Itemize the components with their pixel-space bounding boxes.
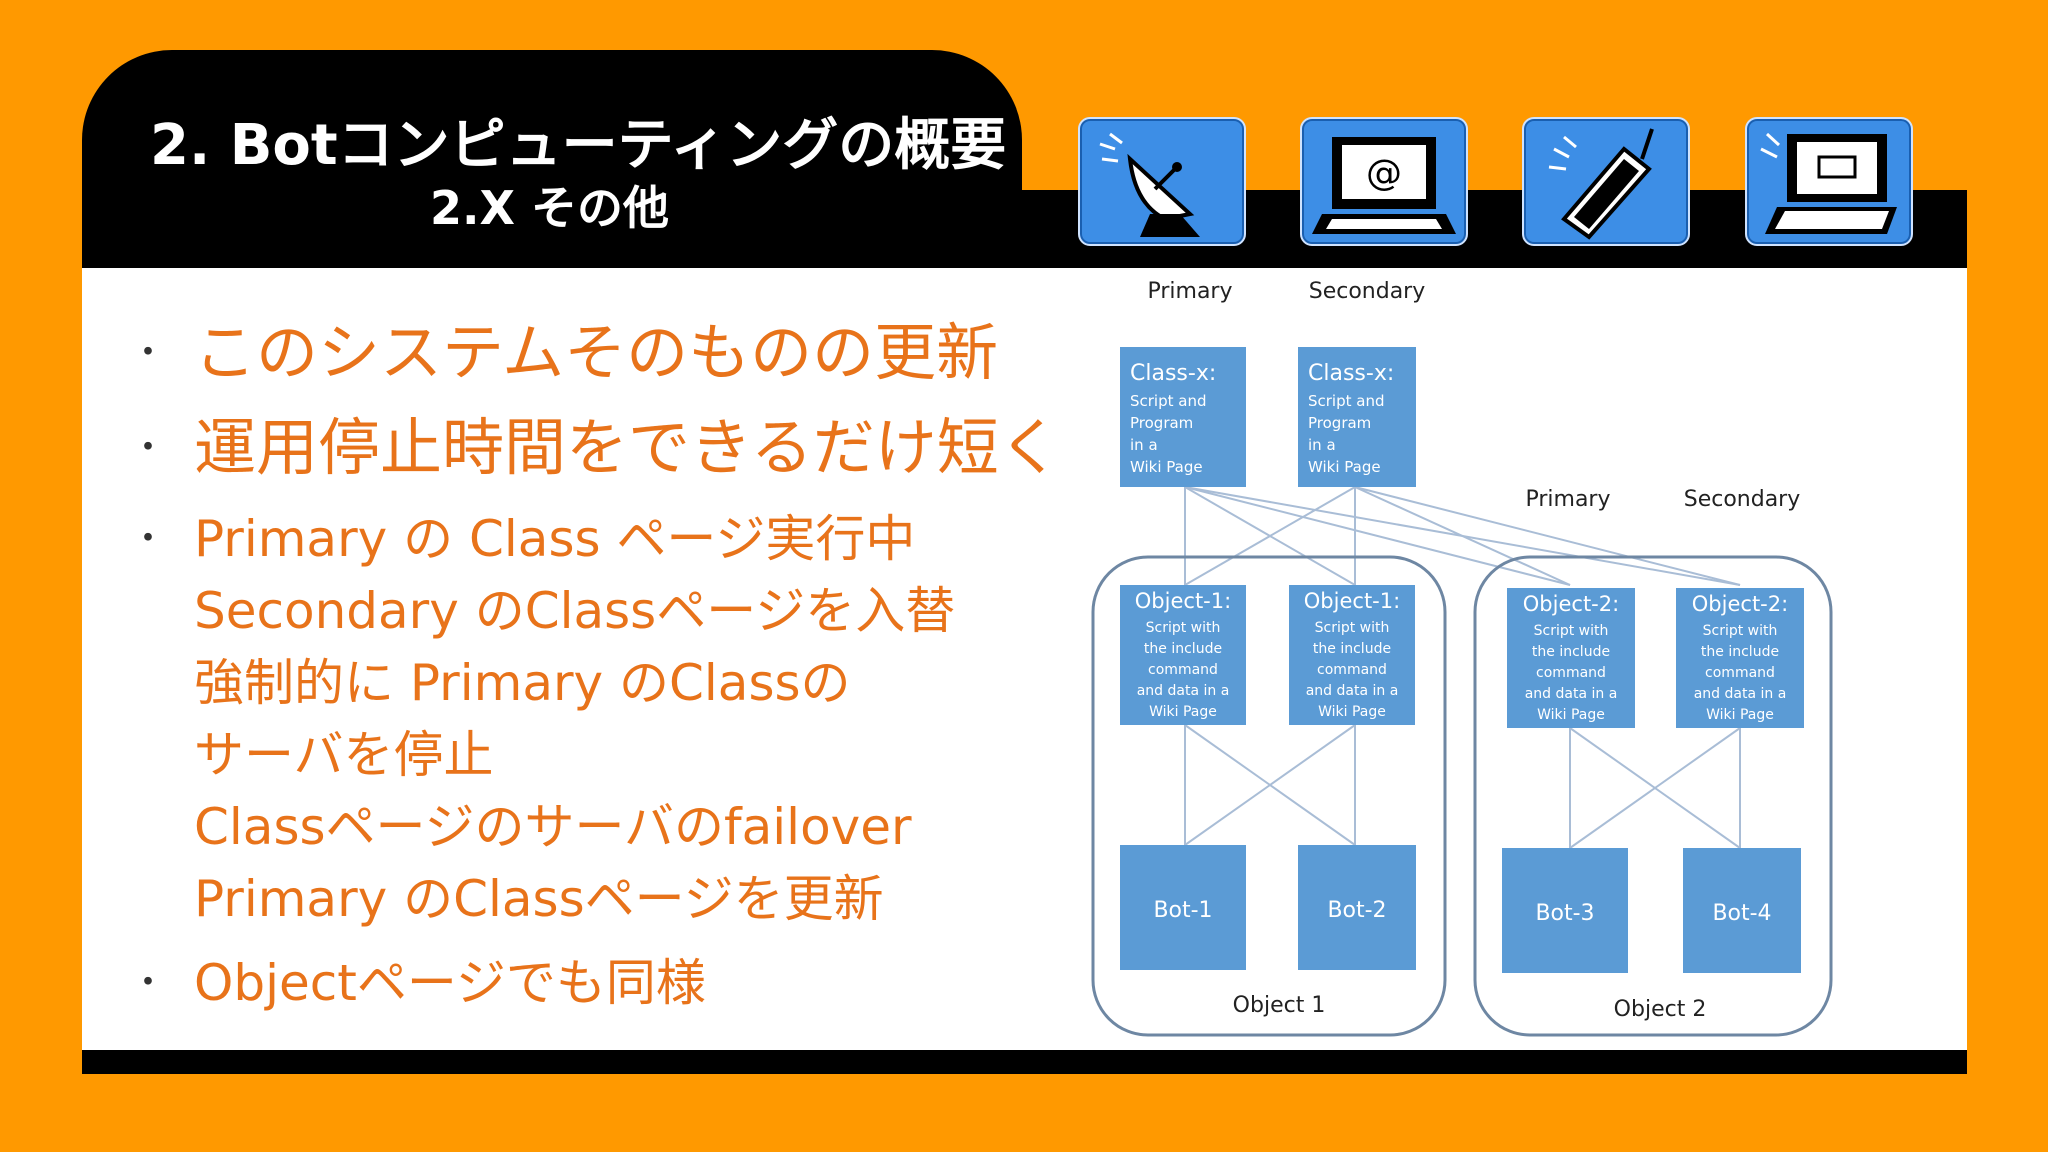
svg-text:the include: the include: [1701, 644, 1779, 660]
connector-lines: [1184, 486, 1741, 849]
svg-text:in a: in a: [1308, 436, 1336, 454]
svg-text:command: command: [1536, 665, 1606, 681]
svg-text:@: @: [1366, 153, 1402, 194]
bullet-dot: ・: [130, 332, 167, 373]
footer-bar: [82, 1050, 1967, 1074]
mobile-phone-icon: [1522, 117, 1690, 246]
svg-text:Program: Program: [1130, 414, 1193, 432]
svg-text:Object-2:: Object-2:: [1523, 592, 1619, 616]
content-panel: [82, 268, 1967, 1050]
svg-text:Program: Program: [1308, 414, 1371, 432]
slide-subtitle: 2.X その他: [430, 181, 669, 235]
svg-text:in a: in a: [1130, 436, 1158, 454]
object-box-2-primary: Object-2: Script with the include comman…: [1507, 588, 1635, 728]
svg-text:Wiki Page: Wiki Page: [1318, 704, 1386, 720]
right-primary-label: Primary: [1525, 487, 1610, 512]
group-label-object-2: Object 2: [1614, 997, 1707, 1022]
laptop-icon: [1745, 117, 1913, 246]
svg-text:Wiki Page: Wiki Page: [1130, 458, 1203, 476]
svg-text:Object-1:: Object-1:: [1304, 589, 1400, 613]
bot-box-3: Bot-3: [1502, 848, 1628, 973]
bot-box-2: Bot-2: [1298, 845, 1416, 970]
svg-text:Wiki Page: Wiki Page: [1537, 707, 1605, 723]
svg-text:Bot-3: Bot-3: [1535, 901, 1594, 926]
bullet-list: ・ このシステムそのものの更新 ・ 運用停止時間をできるだけ短く ・ Prima…: [130, 305, 1090, 1019]
bullet-item: ・ 運用停止時間をできるだけ短く: [130, 400, 1090, 495]
svg-text:and data in a: and data in a: [1525, 686, 1618, 702]
bullet-line: Secondary のClassページを入替: [194, 582, 956, 640]
object-box-2-secondary: Object-2: Script with the include comman…: [1676, 588, 1804, 728]
svg-text:Wiki Page: Wiki Page: [1308, 458, 1381, 476]
group-label-object-1: Object 1: [1233, 993, 1326, 1018]
bullet-text: 運用停止時間をできるだけ短く: [194, 411, 1061, 484]
svg-text:Bot-4: Bot-4: [1712, 901, 1771, 926]
svg-text:Wiki Page: Wiki Page: [1706, 707, 1774, 723]
svg-text:Class-x:: Class-x:: [1130, 361, 1216, 386]
svg-text:and data in a: and data in a: [1694, 686, 1787, 702]
right-secondary-label: Secondary: [1684, 487, 1801, 512]
bullet-dot: ・: [130, 518, 167, 559]
bullet-dot: ・: [130, 962, 167, 1003]
bullet-line: サーバを停止: [194, 726, 494, 784]
svg-text:Script and: Script and: [1130, 392, 1207, 410]
bullet-text: このシステムそのものの更新: [194, 316, 999, 389]
bullet-line: Primary の Class ページ実行中: [194, 510, 916, 568]
svg-text:Script with: Script with: [1703, 623, 1778, 639]
svg-text:Bot-2: Bot-2: [1327, 898, 1386, 923]
svg-text:Object-1:: Object-1:: [1135, 589, 1231, 613]
group-object-1: [1091, 555, 1447, 1037]
bullet-item: ・ Objectページでも同様: [130, 947, 1090, 1019]
svg-text:Object-2:: Object-2:: [1692, 592, 1788, 616]
class-box-primary: Class-x: Script and Program in a Wiki Pa…: [1120, 347, 1246, 487]
svg-text:Script with: Script with: [1315, 620, 1390, 636]
object-box-1-secondary: Object-1: Script with the include comman…: [1289, 585, 1415, 725]
left-primary-label: Primary: [1147, 279, 1232, 304]
architecture-diagram: Primary Secondary Primary Secondary Clas…: [1091, 279, 1833, 1037]
bullet-item: ・ Primary の Class ページ実行中 Secondary のClas…: [130, 503, 1090, 935]
left-secondary-label: Secondary: [1309, 279, 1426, 304]
svg-text:command: command: [1317, 662, 1387, 678]
bullet-dot: ・: [130, 427, 167, 468]
svg-text:Class-x:: Class-x:: [1308, 361, 1394, 386]
bullet-text: Objectページでも同様: [194, 954, 706, 1012]
svg-text:the include: the include: [1313, 641, 1391, 657]
bot-box-1: Bot-1: [1120, 845, 1246, 970]
class-box-secondary: Class-x: Script and Program in a Wiki Pa…: [1298, 347, 1416, 487]
svg-text:command: command: [1148, 662, 1218, 678]
bot-box-4: Bot-4: [1683, 848, 1801, 973]
svg-text:Script with: Script with: [1534, 623, 1609, 639]
svg-text:and data in a: and data in a: [1137, 683, 1230, 699]
slide-title: 2. Botコンピューティングの概要: [150, 113, 1007, 178]
svg-text:the include: the include: [1532, 644, 1610, 660]
group-object-2: [1473, 555, 1833, 1037]
svg-text:and data in a: and data in a: [1306, 683, 1399, 699]
object-box-1-primary: Object-1: Script with the include comman…: [1120, 585, 1246, 725]
bullet-line: Classページのサーバのfailover: [194, 798, 912, 856]
bullet-line: 強制的に Primary のClassの: [194, 654, 851, 712]
svg-text:Script and: Script and: [1308, 392, 1385, 410]
email-computer-icon: @: [1300, 117, 1468, 246]
svg-text:Wiki Page: Wiki Page: [1149, 704, 1217, 720]
svg-text:Bot-1: Bot-1: [1153, 898, 1212, 923]
bullet-line: Primary のClassページを更新: [194, 870, 884, 928]
svg-text:command: command: [1705, 665, 1775, 681]
svg-text:Script with: Script with: [1146, 620, 1221, 636]
svg-text:the include: the include: [1144, 641, 1222, 657]
bullet-item: ・ このシステムそのものの更新: [130, 305, 1090, 400]
satellite-dish-icon: [1078, 117, 1246, 246]
